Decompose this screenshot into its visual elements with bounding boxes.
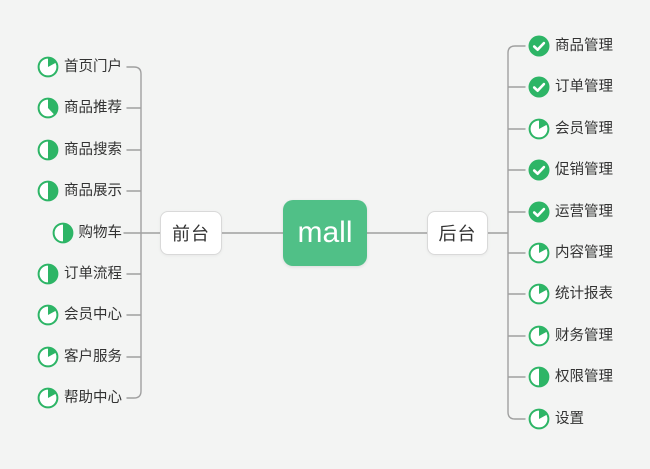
branch-item-label: 商品搜索	[64, 142, 122, 158]
branch-item-label: 商品管理	[555, 38, 613, 54]
progress-pie-icon	[528, 283, 550, 305]
branch-item[interactable]: 客户服务	[37, 345, 122, 369]
progress-pie-icon	[37, 180, 59, 202]
branch-item[interactable]: 首页门户	[37, 55, 122, 79]
branch-item[interactable]: 统计报表	[528, 282, 613, 306]
branch-item-label: 设置	[555, 411, 584, 427]
branch-item-label: 内容管理	[555, 245, 613, 261]
branch-item[interactable]: 帮助中心	[37, 386, 122, 410]
progress-pie-icon	[37, 387, 59, 409]
branch-item-label: 订单管理	[555, 79, 613, 95]
branch-item[interactable]: 会员管理	[528, 117, 613, 141]
branch-item[interactable]: 订单管理	[528, 75, 613, 99]
branch-item[interactable]: 购物车	[52, 221, 123, 245]
branch-item[interactable]: 商品推荐	[37, 96, 122, 120]
left-bracket-connector	[123, 66, 161, 399]
progress-pie-icon	[52, 222, 74, 244]
root-node-mall[interactable]: mall	[283, 200, 367, 266]
branch-item[interactable]: 促销管理	[528, 158, 613, 182]
front-office-node[interactable]: 前台	[160, 211, 222, 255]
progress-pie-icon	[528, 408, 550, 430]
progress-pie-icon	[37, 304, 59, 326]
branch-item[interactable]: 设置	[528, 407, 584, 431]
branch-item[interactable]: 订单流程	[37, 262, 122, 286]
branch-item[interactable]: 商品搜索	[37, 138, 122, 162]
branch-item-label: 财务管理	[555, 328, 613, 344]
check-icon	[528, 76, 550, 98]
branch-item[interactable]: 运营管理	[528, 200, 613, 224]
branch-item-label: 帮助中心	[64, 390, 122, 406]
progress-pie-icon	[37, 139, 59, 161]
branch-item-label: 统计报表	[555, 286, 613, 302]
branch-item-label: 商品推荐	[64, 100, 122, 116]
branch-item-label: 会员中心	[64, 307, 122, 323]
branch-item-label: 商品展示	[64, 183, 122, 199]
branch-item-label: 客户服务	[64, 349, 122, 365]
branch-item[interactable]: 会员中心	[37, 303, 122, 327]
right-bracket-connector	[487, 45, 526, 420]
progress-pie-icon	[37, 346, 59, 368]
progress-pie-icon	[37, 263, 59, 285]
check-icon	[528, 159, 550, 181]
front-office-label: 前台	[172, 224, 210, 244]
branch-item-label: 运营管理	[555, 204, 613, 220]
back-office-node[interactable]: 后台	[427, 211, 488, 255]
progress-pie-icon	[528, 325, 550, 347]
branch-item[interactable]: 商品管理	[528, 34, 613, 58]
branch-item-label: 订单流程	[64, 266, 122, 282]
progress-pie-icon	[37, 56, 59, 78]
progress-pie-icon	[528, 118, 550, 140]
progress-pie-icon	[528, 242, 550, 264]
branch-item[interactable]: 财务管理	[528, 324, 613, 348]
branch-item[interactable]: 权限管理	[528, 365, 613, 389]
progress-pie-icon	[528, 366, 550, 388]
branch-item[interactable]: 商品展示	[37, 179, 122, 203]
branch-item[interactable]: 内容管理	[528, 241, 613, 265]
branch-item-label: 促销管理	[555, 162, 613, 178]
check-icon	[528, 201, 550, 223]
branch-item-label: 权限管理	[555, 369, 613, 385]
check-icon	[528, 35, 550, 57]
progress-pie-icon	[37, 97, 59, 119]
branch-item-label: 购物车	[78, 225, 123, 241]
back-office-label: 后台	[438, 224, 477, 244]
branch-item-label: 首页门户	[64, 59, 122, 75]
root-label: mall	[297, 216, 353, 249]
branch-item-label: 会员管理	[555, 121, 613, 137]
